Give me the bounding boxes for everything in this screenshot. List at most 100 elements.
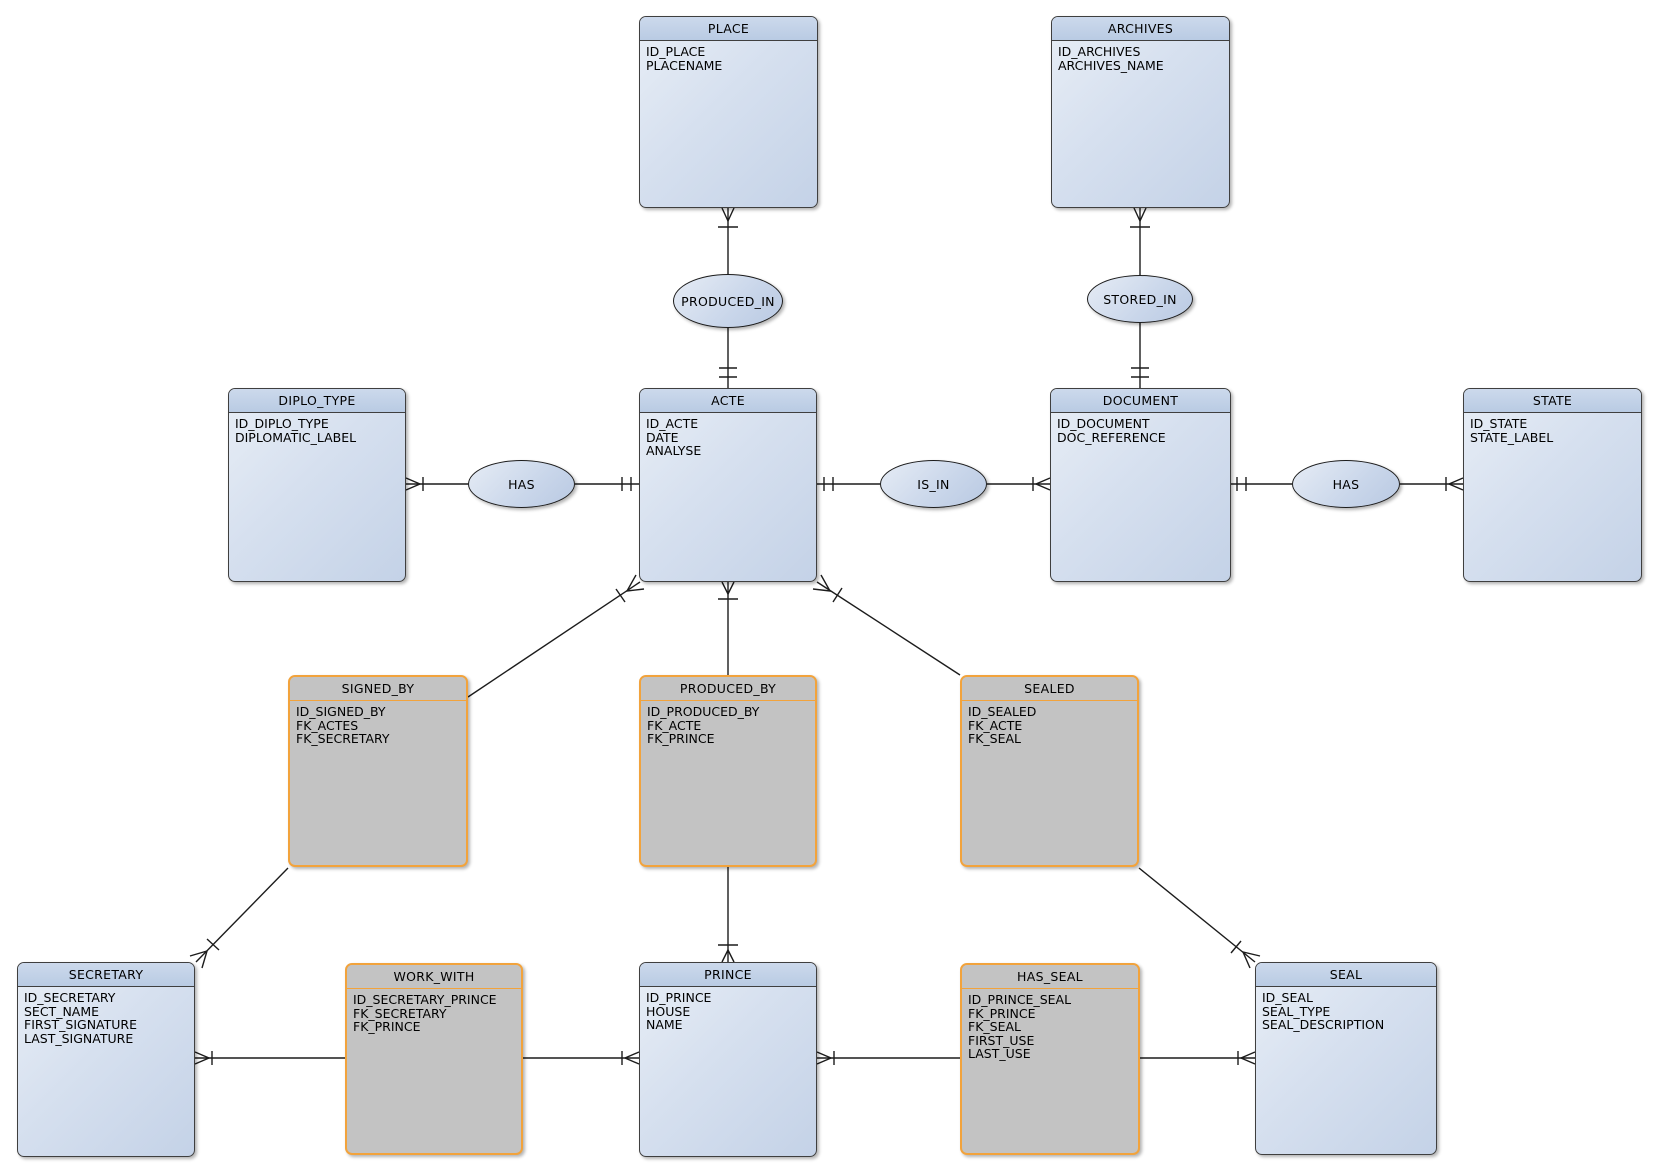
attribute: ID_DIPLO_TYPE [235,416,329,431]
connector-prince-has-seal [816,1051,960,1065]
attribute: ID_PRINCE [646,990,712,1005]
attribute: ID_PRODUCED_BY [647,704,760,719]
connector-archives-stored-in [1130,207,1150,275]
entity-title: SEAL [1256,963,1436,987]
attribute: ID_SIGNED_BY [296,704,386,719]
relationship-stored-in[interactable]: STORED_IN [1087,275,1193,323]
connector-has-state [1400,477,1464,491]
entity-title: DOCUMENT [1051,389,1230,413]
attribute: ID_PRINCE_SEAL [968,992,1072,1007]
entity-title: SECRETARY [18,963,194,987]
attribute: DOC_REFERENCE [1057,429,1166,445]
attribute: FK_ACTE [968,717,1023,733]
attribute: ID_SEALED [968,704,1037,719]
attribute: SECT_NAME [24,1003,100,1019]
attribute: LAST_SIGNATURE [24,1030,134,1046]
attribute: FK_SECRETARY [353,1005,447,1021]
attribute: STATE_LABEL [1470,429,1554,445]
attribute: ID_ACTE [646,416,699,431]
attribute: ID_ARCHIVES [1058,44,1141,59]
connector-is-in-document [987,477,1051,491]
attribute: NAME [646,1017,683,1032]
attribute: ID_SEAL [1262,990,1313,1005]
relationship-has-left[interactable]: HAS [468,460,575,508]
attribute: FK_ACTES [296,717,359,733]
relationship-label: HAS [1332,476,1360,492]
connector-work-with-prince [523,1051,640,1065]
connector-acte-signed-by [467,574,645,698]
relationship-label: PRODUCED_IN [681,293,775,309]
attribute: SEAL_DESCRIPTION [1262,1017,1385,1032]
relationship-label: HAS [508,476,535,492]
attribute: LAST_USE [968,1046,1031,1061]
attribute: FK_PRINCE [968,1005,1036,1021]
connector-document-has [1231,477,1292,491]
connector-stored-in-document [1131,323,1149,388]
relationship-produced-in[interactable]: PRODUCED_IN [673,274,783,328]
relationship-label: IS_IN [917,476,950,492]
connector-diplo-type-has [405,477,468,491]
relationship-label: STORED_IN [1103,291,1177,307]
entity-title: DIPLO_TYPE [229,389,405,413]
connector-acte-is-in [817,477,880,491]
connector-produced-in-acte [719,328,737,388]
attribute: SEAL_TYPE [1262,1003,1331,1019]
entity-title: STATE [1464,389,1641,413]
entity-title: HAS_SEAL [962,965,1138,989]
attribute: FIRST_USE [968,1032,1035,1048]
entity-title: ARCHIVES [1052,17,1229,41]
attribute: FK_SECRETARY [296,731,390,746]
connector-secretary-work-with [194,1051,345,1065]
connector-has-seal-seal [1140,1051,1256,1065]
attribute: PLACENAME [646,57,723,73]
relationship-has-right[interactable]: HAS [1292,460,1400,508]
attribute: DIPLOMATIC_LABEL [235,429,357,445]
connector-acte-sealed [812,574,961,676]
attribute: ID_PLACE [646,44,706,59]
entity-title: SEALED [962,677,1137,701]
attribute: ID_SECRETARY [24,990,116,1005]
attribute: ID_SECRETARY_PRINCE [353,992,497,1007]
attribute: FK_PRINCE [647,731,715,746]
attribute: FK_SEAL [968,1019,1021,1034]
connector-acte-produced-by [718,581,738,675]
entity-title: ACTE [640,389,816,413]
attribute: ANALYSE [646,443,702,458]
attribute: HOUSE [646,1003,691,1019]
entity-title: PRINCE [640,963,816,987]
relationship-is-in[interactable]: IS_IN [880,460,987,508]
entity-title: PLACE [640,17,817,41]
attribute: ID_DOCUMENT [1057,416,1150,431]
attribute: DATE [646,429,679,445]
connector-produced-by-prince [718,867,738,963]
